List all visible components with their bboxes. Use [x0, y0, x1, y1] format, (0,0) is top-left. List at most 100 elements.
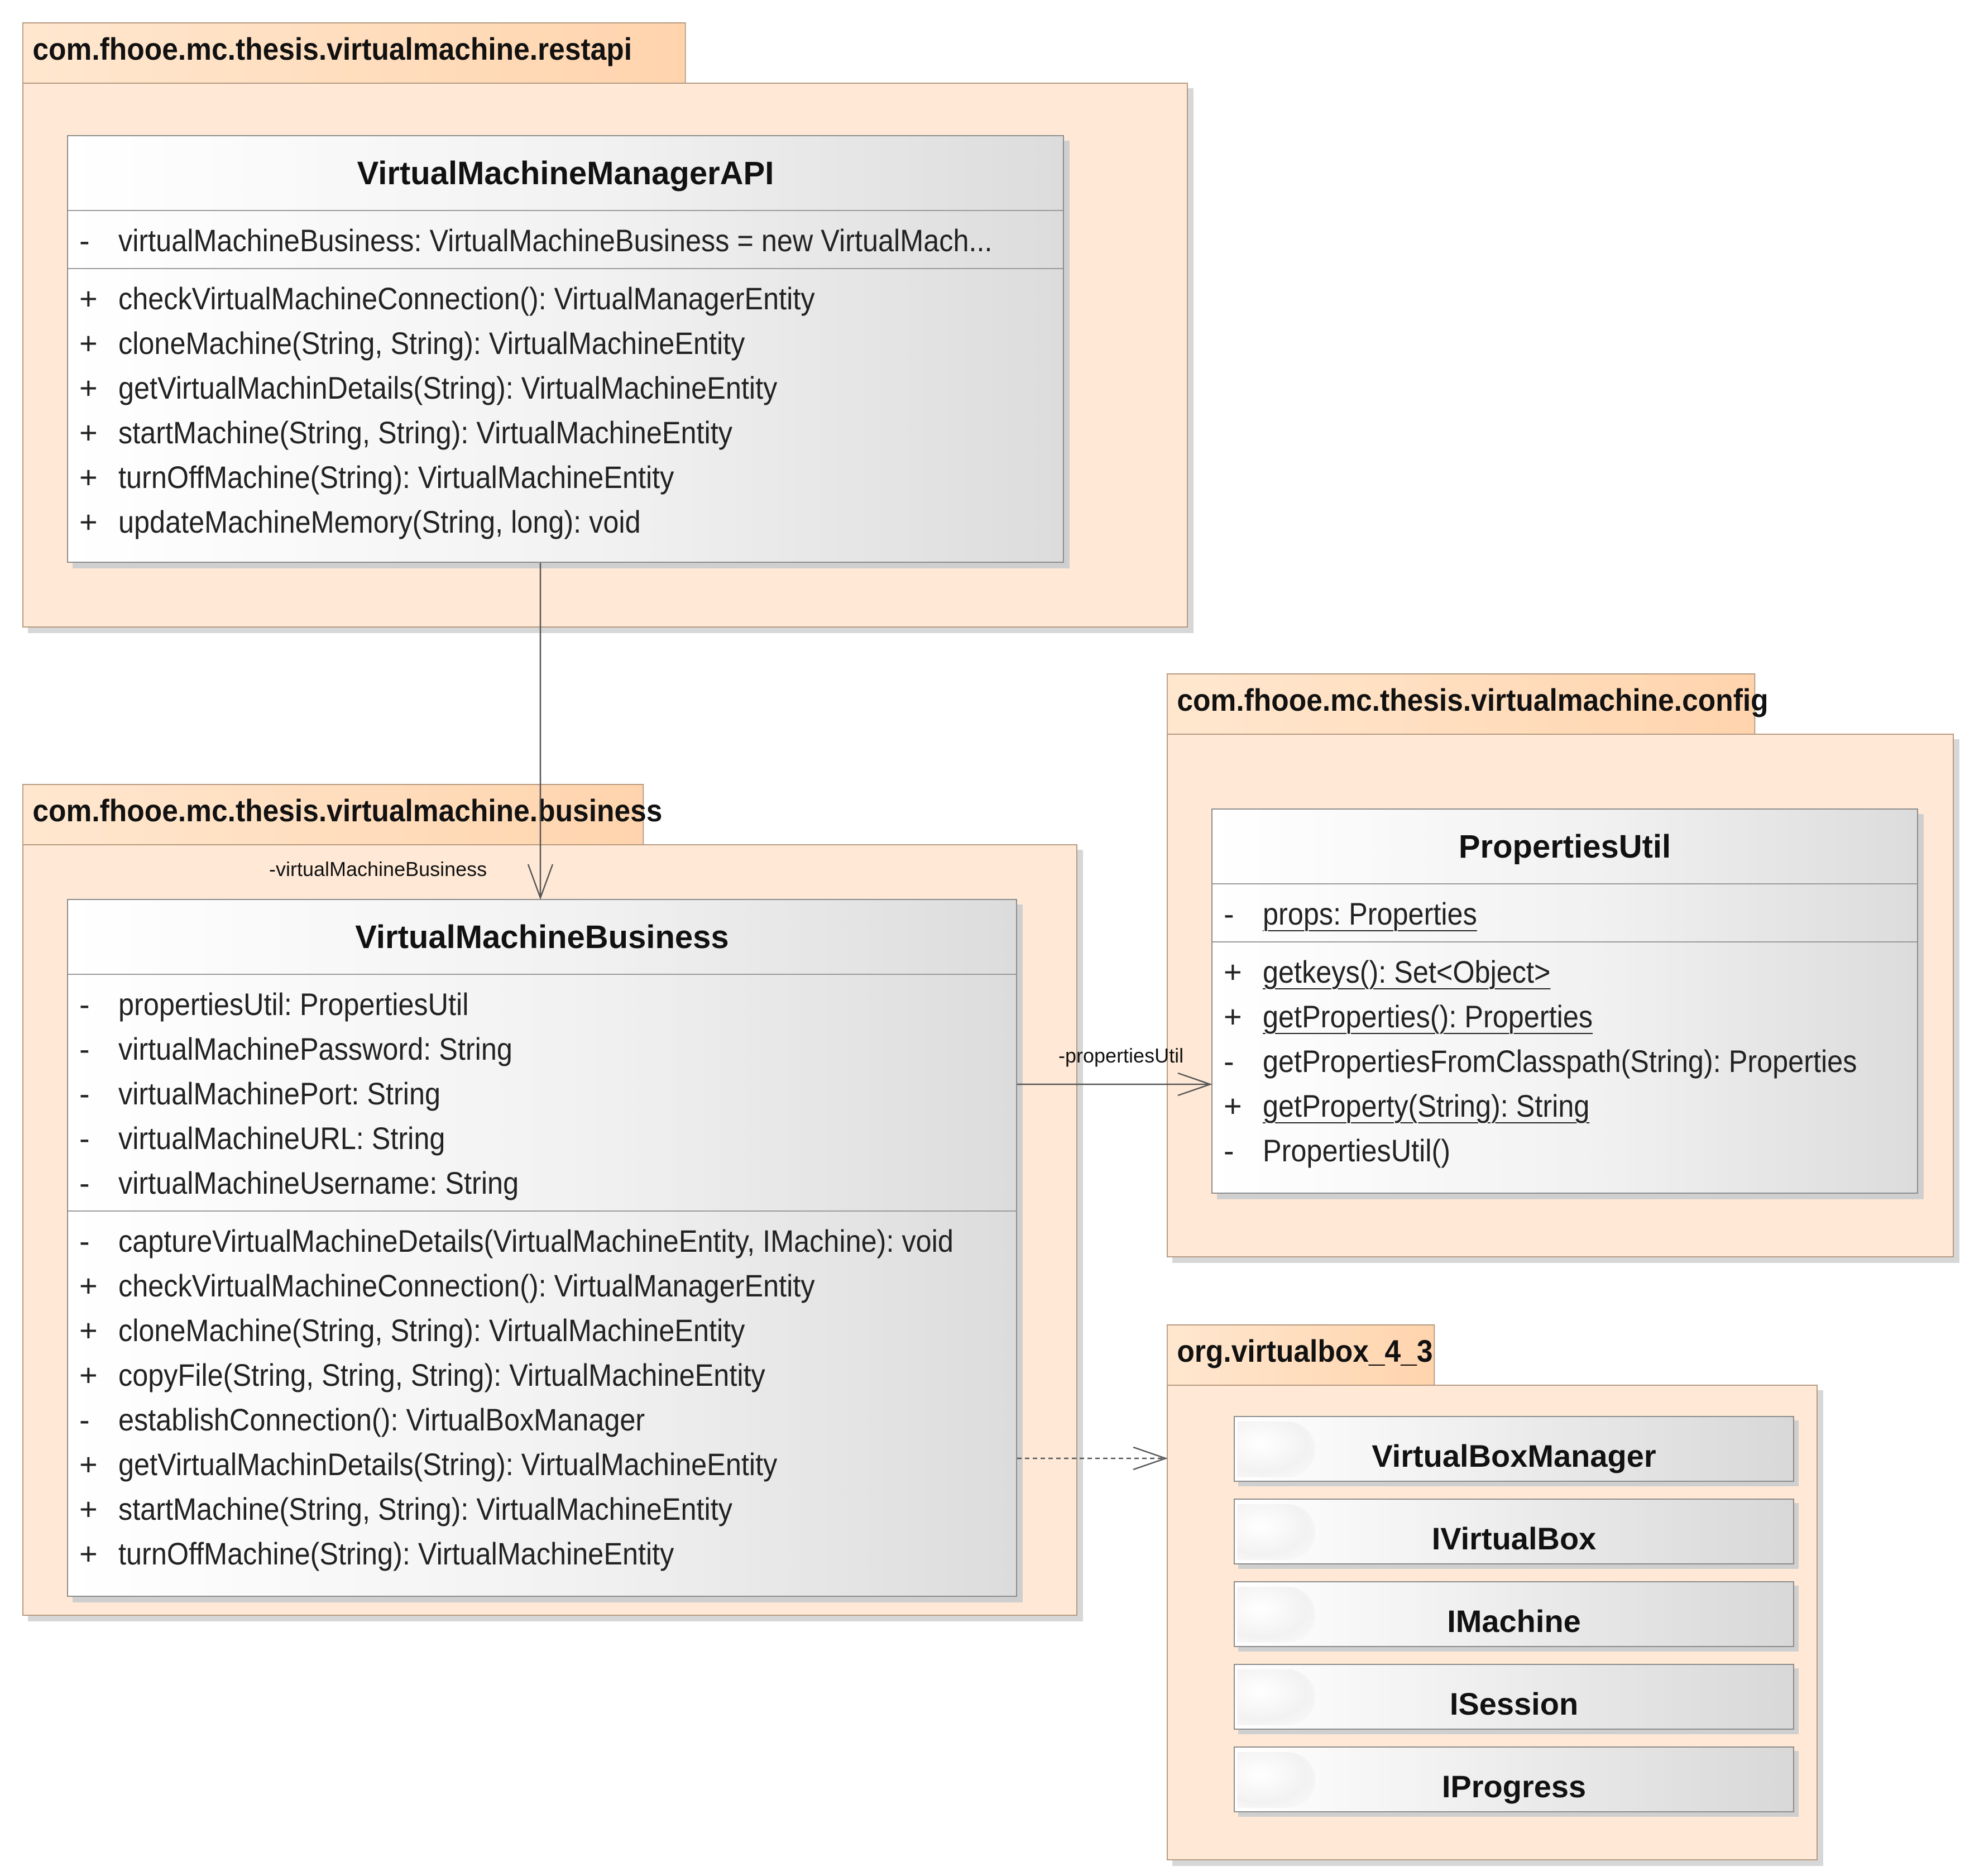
member-signature: getVirtualMachinDetails(String): Virtual…: [118, 1446, 778, 1482]
operation-row: +startMachine(String, String): VirtualMa…: [68, 1486, 1016, 1531]
class-shading: [1237, 1422, 1315, 1477]
visibility-marker: +: [79, 1312, 98, 1348]
operations-section: +getkeys(): Set<Object>+getProperties():…: [1212, 942, 1917, 1178]
attributes-section: -props: Properties: [1212, 884, 1917, 942]
class-shading: [1237, 1587, 1315, 1643]
class-name: IVirtualBox: [1431, 1520, 1597, 1556]
visibility-marker: -: [1224, 1043, 1234, 1079]
operation-row: + checkVirtualMachineConnection(): Virtua…: [68, 1263, 1016, 1308]
class-imachine[interactable]: IMachine: [1234, 1581, 1794, 1647]
package-tab-config: com.fhooe.mc.thesis.virtualmachine.confi…: [1167, 673, 1768, 735]
operation-row: + cloneMachine(String, String): VirtualMa…: [68, 1308, 1016, 1352]
visibility-marker: +: [1224, 1088, 1242, 1123]
class-ivirtualbox[interactable]: IVirtualBox: [1234, 1499, 1794, 1564]
visibility-marker: -: [79, 1031, 90, 1066]
association-role-label: -virtualMachineBusiness: [269, 858, 487, 880]
package-name-config: com.fhooe.mc.thesis.virtualmachine.confi…: [1177, 682, 1768, 717]
class-virtualmachinemanagerapi[interactable]: VirtualMachineManagerAPI -virtualMachine…: [67, 135, 1064, 563]
class-shading: [1237, 1669, 1315, 1725]
operation-row: + getProperty(String): String: [1212, 1083, 1917, 1128]
operation-row: -captureVirtualMachineDetails(VirtualMac…: [68, 1218, 1016, 1263]
class-shading: [1237, 1504, 1315, 1560]
member-signature: establishConnection(): VirtualBoxManager: [118, 1401, 645, 1437]
operation-row: + copyFile(String, String, String): Virtu…: [68, 1352, 1016, 1397]
operation-row: +getVirtualMachinDetails(String): Virtua…: [68, 365, 1063, 410]
visibility-marker: +: [1224, 998, 1242, 1034]
member-signature: PropertiesUtil(): [1263, 1132, 1451, 1168]
attribute-row: -virtualMachineBusiness: VirtualMachineB…: [68, 218, 1063, 262]
visibility-marker: +: [79, 414, 98, 450]
dependency-business-to-virtualbox[interactable]: [1017, 1446, 1168, 1471]
attribute-row: -virtualMachinePassword: String: [68, 1026, 1016, 1071]
member-signature: propertiesUtil: PropertiesUtil: [118, 986, 469, 1022]
class-virtualboxmanager[interactable]: VirtualBoxManager: [1234, 1416, 1794, 1482]
class-name: IMachine: [1447, 1603, 1581, 1639]
association-business-to-propertiesutil[interactable]: [1017, 1072, 1212, 1097]
operation-row: + cloneMachine(String, String): VirtualMa…: [68, 320, 1063, 365]
member-signature: turnOffMachine(String): VirtualMachineEn…: [118, 459, 674, 495]
visibility-marker: +: [79, 1491, 98, 1526]
member-signature: virtualMachineBusiness: VirtualMachineBu…: [118, 222, 993, 258]
class-name: VirtualBoxManager: [1372, 1438, 1656, 1473]
visibility-marker: -: [1224, 1132, 1234, 1168]
operation-row: +getkeys(): Set<Object>: [1212, 949, 1917, 994]
class-iprogress[interactable]: IProgress: [1234, 1746, 1794, 1812]
visibility-marker: -: [79, 986, 90, 1022]
visibility-marker: -: [79, 1075, 90, 1111]
operation-row: + updateMachineMemory(String, long): void: [68, 499, 1063, 544]
visibility-marker: +: [79, 1267, 98, 1303]
member-signature: turnOffMachine(String): VirtualMachineEn…: [118, 1535, 674, 1571]
operation-row: +turnOffMachine(String): VirtualMachineE…: [68, 454, 1063, 499]
visibility-marker: +: [79, 280, 98, 316]
class-propertiesutil[interactable]: PropertiesUtil -props: Properties +getke…: [1211, 808, 1918, 1194]
attribute-row: -virtualMachineUsername: String: [68, 1160, 1016, 1205]
attribute-row: -propertiesUtil: PropertiesUtil: [68, 982, 1016, 1026]
member-signature: getProperties(): Properties: [1263, 998, 1593, 1034]
member-signature: virtualMachineUsername: String: [118, 1165, 519, 1200]
member-signature: updateMachineMemory(String, long): void: [118, 504, 641, 539]
class-virtualmachinebusiness[interactable]: VirtualMachineBusiness -propertiesUtil: …: [67, 899, 1017, 1597]
member-signature: checkVirtualMachineConnection(): Virtual…: [118, 1267, 815, 1303]
attribute-row: -virtualMachineURL: String: [68, 1116, 1016, 1160]
member-signature: captureVirtualMachineDetails(VirtualMach…: [118, 1223, 953, 1258]
visibility-marker: +: [79, 1357, 98, 1392]
class-name: VirtualMachineManagerAPI: [357, 155, 774, 192]
member-signature: virtualMachineURL: String: [118, 1120, 445, 1156]
class-name: VirtualMachineBusiness: [355, 918, 729, 955]
visibility-marker: +: [79, 325, 98, 361]
attributes-section: -virtualMachineBusiness: VirtualMachineB…: [68, 211, 1063, 269]
member-signature: startMachine(String, String): VirtualMac…: [118, 414, 732, 450]
member-signature: getVirtualMachinDetails(String): Virtual…: [118, 370, 778, 405]
class-name: IProgress: [1441, 1768, 1587, 1804]
visibility-marker: -: [79, 1223, 90, 1258]
member-signature: cloneMachine(String, String): VirtualMac…: [118, 325, 745, 361]
attributes-section: -propertiesUtil: PropertiesUtil-virtualM…: [68, 975, 1016, 1212]
visibility-marker: -: [1224, 896, 1234, 931]
visibility-marker: +: [79, 504, 98, 539]
operation-row: + startMachine(String, String): VirtualMa…: [68, 410, 1063, 454]
visibility-marker: -: [79, 1401, 90, 1437]
member-signature: checkVirtualMachineConnection(): Virtual…: [118, 280, 815, 316]
member-signature: cloneMachine(String, String): VirtualMac…: [118, 1312, 745, 1348]
member-signature: props: Properties: [1263, 896, 1477, 931]
attribute-row: -virtualMachinePort: String: [68, 1071, 1016, 1116]
class-name: ISession: [1449, 1686, 1579, 1721]
member-signature: getkeys(): Set<Object>: [1263, 954, 1551, 989]
member-signature: getProperty(String): String: [1263, 1088, 1590, 1123]
package-tab-restapi: com.fhooe.mc.thesis.virtualmachine.resta…: [22, 22, 686, 84]
visibility-marker: -: [79, 1165, 90, 1200]
operation-row: + turnOffMachine(String): VirtualMachineE…: [68, 1531, 1016, 1576]
class-isession[interactable]: ISession: [1234, 1664, 1794, 1730]
package-tab-virtualbox: org.virtualbox_4_3: [1167, 1324, 1435, 1386]
association-role-label: -propertiesUtil: [1058, 1044, 1184, 1067]
operation-row: + getProperties(): Properties: [1212, 994, 1917, 1038]
member-signature: copyFile(String, String, String): Virtua…: [118, 1357, 765, 1392]
class-title: PropertiesUtil: [1212, 810, 1917, 884]
operation-row: + checkVirtualMachineConnection(): Virtua…: [68, 276, 1063, 320]
member-signature: virtualMachinePassword: String: [118, 1031, 512, 1066]
package-name-business: com.fhooe.mc.thesis.virtualmachine.busin…: [32, 793, 663, 828]
operation-row: -getPropertiesFromClasspath(String): Pro…: [1212, 1038, 1917, 1083]
visibility-marker: +: [79, 1535, 98, 1571]
association-api-to-business[interactable]: [527, 563, 554, 900]
